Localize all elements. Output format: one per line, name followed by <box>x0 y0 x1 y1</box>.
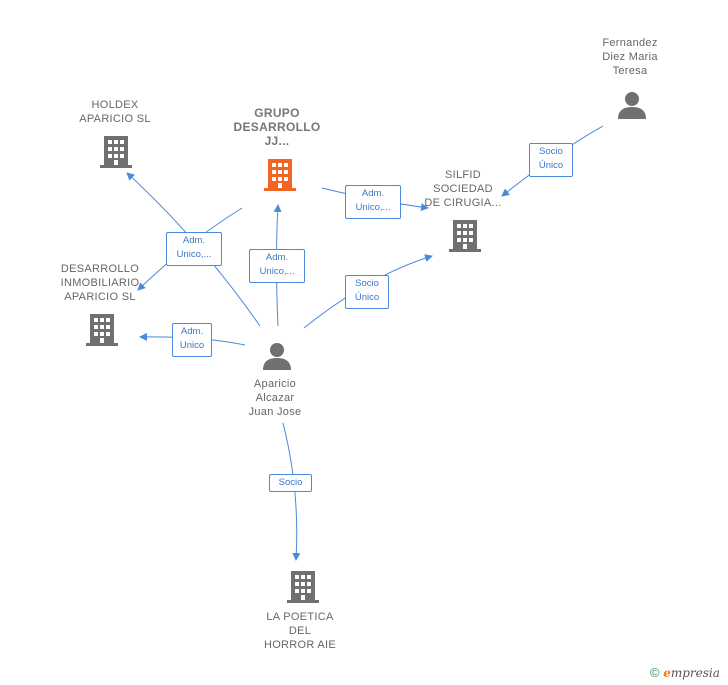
edge-label-grupo-silfid[interactable]: Adm. Unico,... <box>345 185 401 219</box>
grupo-building-icon[interactable] <box>264 157 296 191</box>
edge-label-aparicio-desarrollo[interactable]: Adm. Unico <box>172 323 212 357</box>
footer-brand: © empresia <box>650 665 720 680</box>
poetica-building-icon[interactable] <box>287 569 319 603</box>
node-label-desarrollo: DESARROLLO INMOBILIARIO APARICIO SL <box>60 263 140 303</box>
aparicio-person-icon[interactable] <box>262 341 292 371</box>
node-label-aparicio: Aparicio Alcazar Juan Jose <box>248 378 302 418</box>
node-label-silfid: SILFID SOCIEDAD DE CIRUGIA... <box>424 169 502 209</box>
edge-label-aparicio-silfid[interactable]: Socio Único <box>345 275 389 309</box>
silfid-building-icon[interactable] <box>449 218 481 252</box>
node-label-grupo: GRUPO DESARROLLO JJ... <box>233 106 321 148</box>
desarrollo-building-icon[interactable] <box>86 312 118 346</box>
edge-label-aparicio-poetica[interactable]: Socio <box>269 474 312 492</box>
edge-label-fernandez-silfid[interactable]: Socio Único <box>529 143 573 177</box>
copyright-icon: © <box>650 665 660 680</box>
fernandez-person-icon[interactable] <box>617 90 647 120</box>
holdex-building-icon[interactable] <box>100 134 132 168</box>
brand-logo: empresia <box>663 666 720 680</box>
node-label-poetica: LA POETICA DEL HORROR AIE <box>263 611 337 651</box>
node-label-holdex: HOLDEX APARICIO SL <box>79 99 151 125</box>
edge-label-aparicio-grupo[interactable]: Adm. Unico,... <box>249 249 305 283</box>
edge-label-aparicio-holdex[interactable]: Adm. Unico,... <box>166 232 222 266</box>
node-label-fernandez: Fernandez Diez Maria Teresa <box>602 37 658 77</box>
